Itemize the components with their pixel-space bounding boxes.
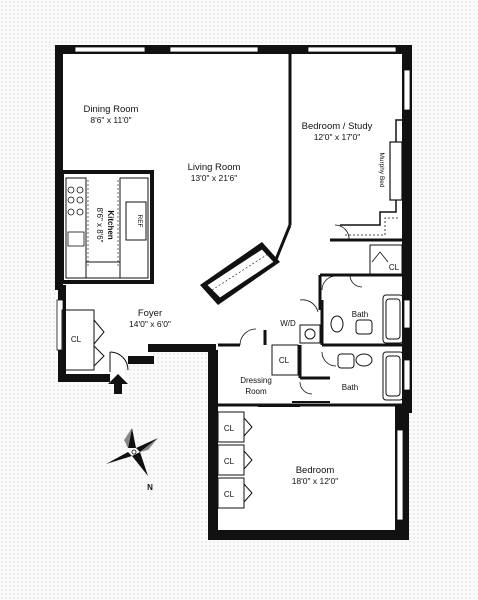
foyer-dims: 14'0" x 6'0" <box>129 319 171 329</box>
windows <box>56 46 411 521</box>
murphy-bed-label: Murphy Bed <box>378 152 385 187</box>
bedroom-dims: 18'0" x 12'0" <box>292 476 339 486</box>
kitchen-name: Kitchen <box>106 210 115 239</box>
bath1-label: Bath <box>352 310 368 319</box>
murphy-bed-unit <box>340 119 405 236</box>
bedroom-study-dims: 12'0" x 17'0" <box>314 132 361 142</box>
living-room-name: Living Room <box>188 162 241 173</box>
closet-study <box>369 244 403 276</box>
kitchen-label: Kitchen 8'6" x 8'6" <box>95 208 115 243</box>
entry-door <box>109 351 129 372</box>
closet-foyer <box>61 309 105 371</box>
entry-arrow <box>108 374 128 394</box>
bath2-label: Bath <box>342 383 358 392</box>
closet-study-label: CL <box>389 263 400 272</box>
bedroom-name: Bedroom <box>296 465 335 476</box>
room-foyer: Foyer 14'0" x 6'0" <box>129 308 171 329</box>
wd-label: W/D <box>280 319 296 328</box>
dining-room-name: Dining Room <box>84 104 139 115</box>
washer-dryer <box>299 324 321 344</box>
closet-foyer-label: CL <box>71 335 82 344</box>
kitchen-sink <box>67 231 85 247</box>
closet-bed2-label: CL <box>224 457 235 466</box>
room-dressing: Dressing Room <box>240 376 272 396</box>
room-bedroom-study: Bedroom / Study 12'0" x 17'0" <box>302 121 373 142</box>
room-living: Living Room 13'0" x 21'6" <box>188 162 241 183</box>
foyer-name: Foyer <box>138 308 162 319</box>
closet-bed1-label: CL <box>224 424 235 433</box>
dressing-line1: Dressing <box>240 376 272 385</box>
bath2-fixtures <box>337 351 404 401</box>
kitchen-dims: 8'6" x 8'6" <box>95 208 104 243</box>
dressing-line2: Room <box>245 387 267 396</box>
bedroom-study-name: Bedroom / Study <box>302 121 373 132</box>
refrigerator-label: REF <box>136 215 143 228</box>
angled-fireplace <box>200 242 280 305</box>
compass-north-label: N <box>147 483 153 492</box>
stove-burners <box>67 186 84 216</box>
closet-dressing-label: CL <box>279 356 290 365</box>
living-room-dims: 13'0" x 21'6" <box>191 173 238 183</box>
compass-rose <box>106 428 158 476</box>
kitchen <box>60 170 154 284</box>
room-dining: Dining Room 8'6" x 11'0" <box>84 104 139 125</box>
dining-room-dims: 8'6" x 11'0" <box>90 115 131 125</box>
sliding-door <box>258 401 330 407</box>
bath1-fixtures <box>330 294 404 344</box>
room-bedroom: Bedroom 18'0" x 12'0" <box>292 465 339 486</box>
closet-bed3-label: CL <box>224 490 235 499</box>
closet-dressing <box>271 344 299 376</box>
bedroom-closets <box>217 411 253 509</box>
refrigerator <box>125 201 147 241</box>
door-swings <box>239 224 363 395</box>
